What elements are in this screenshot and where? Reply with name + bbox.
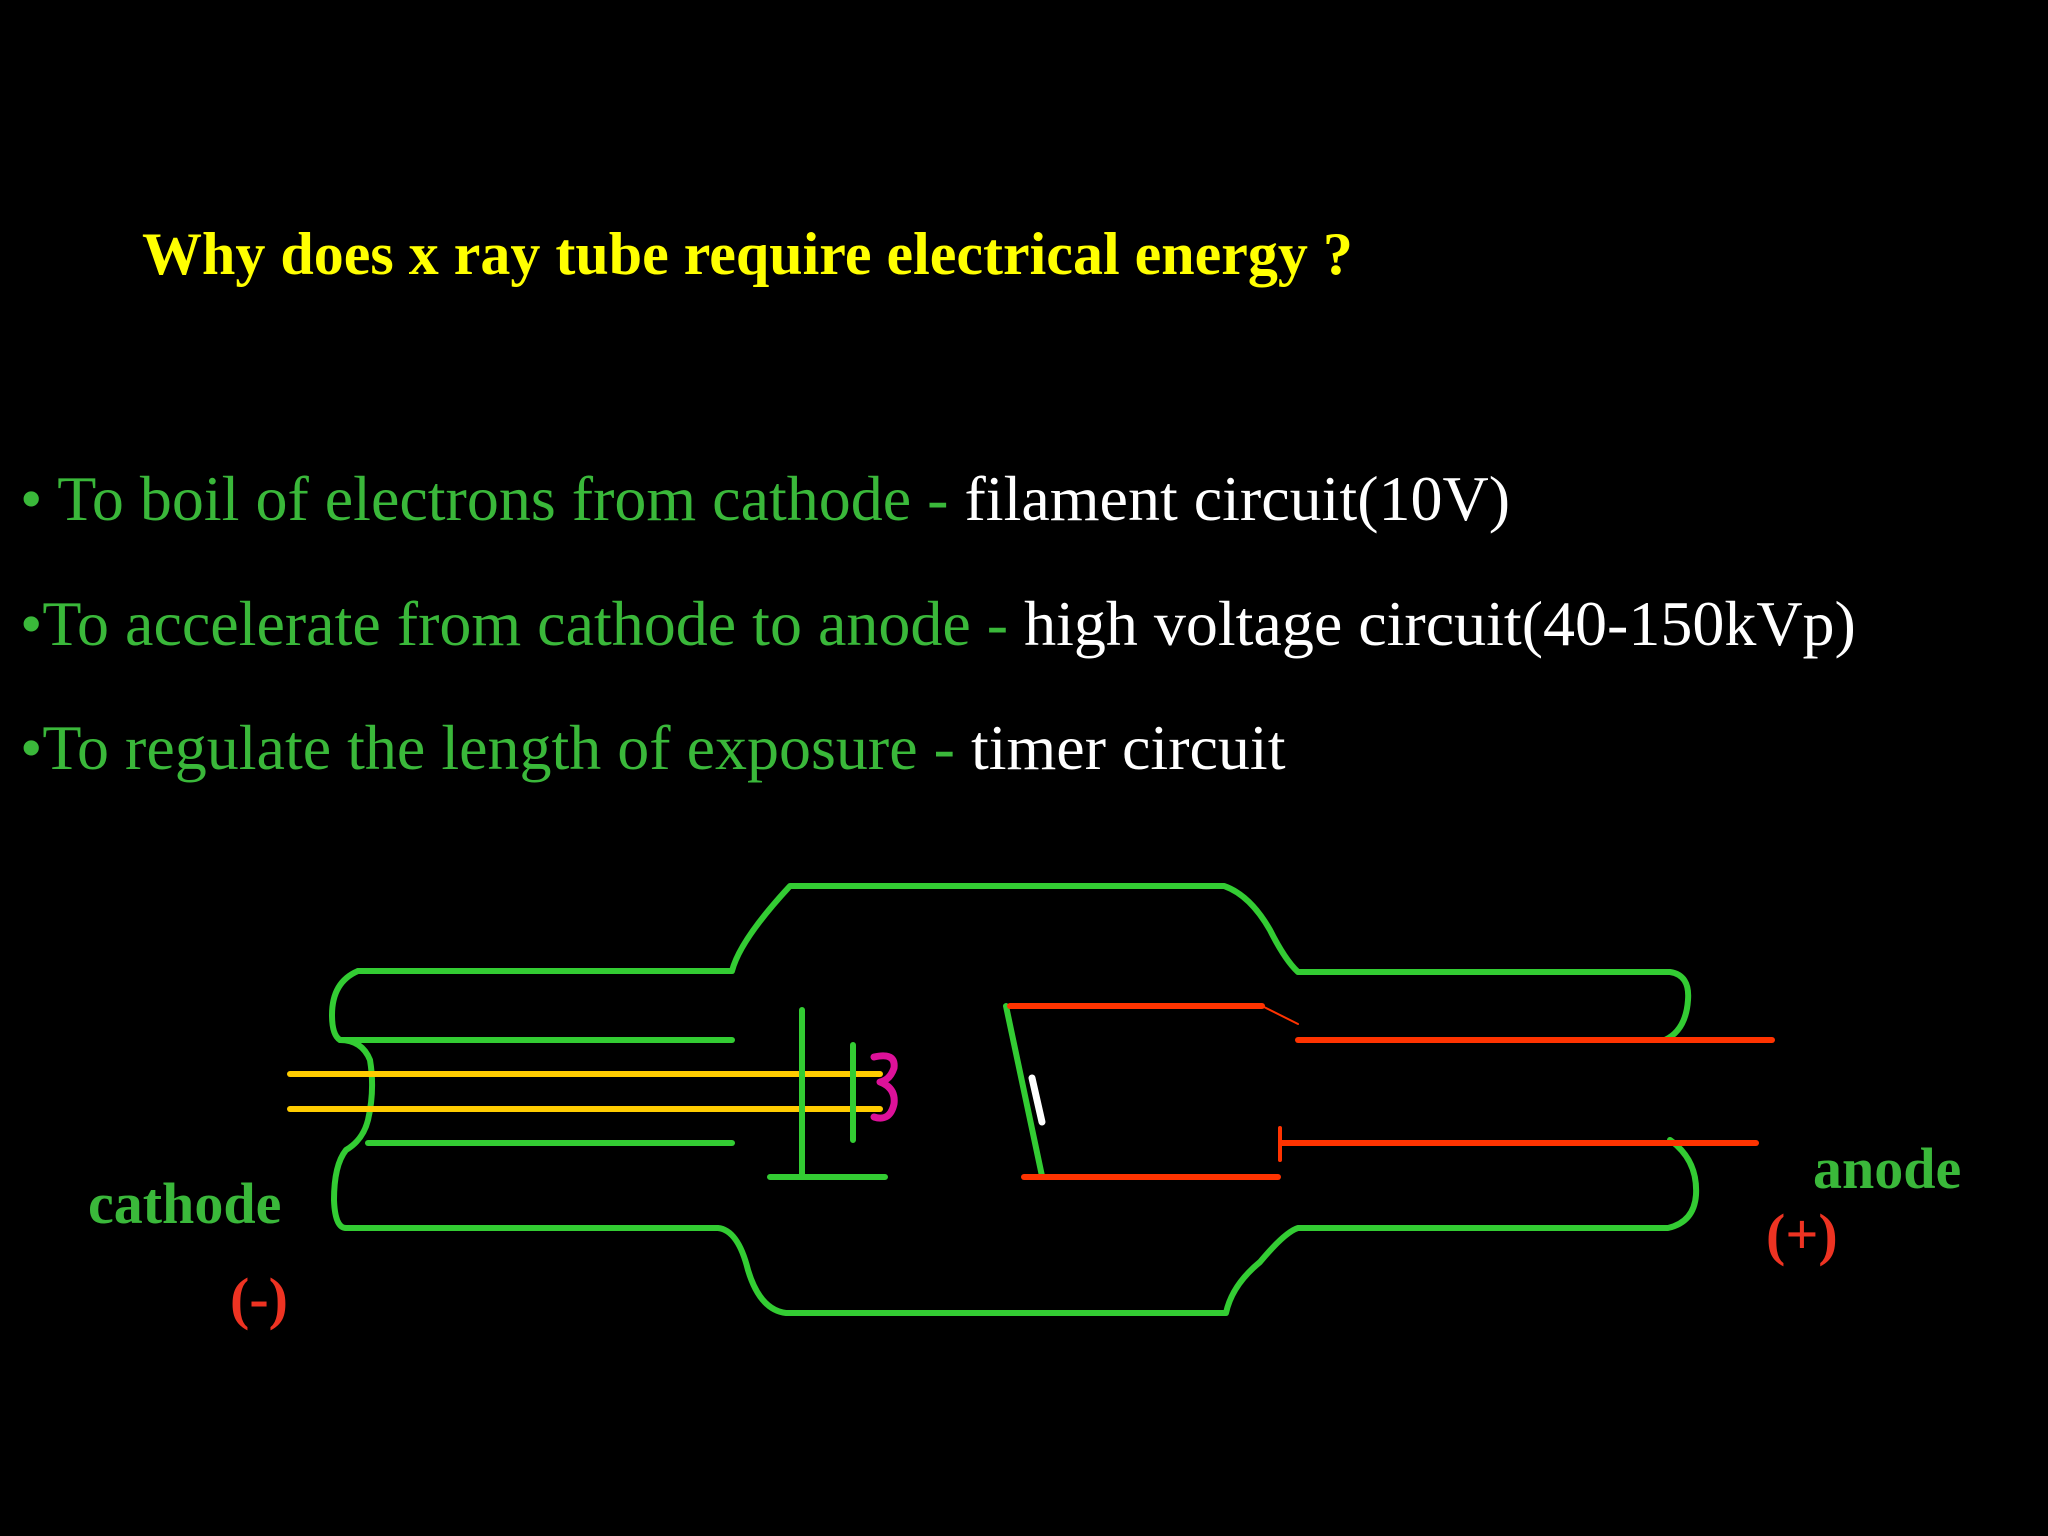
- cathode-neck-outer: [329, 968, 376, 1231]
- bullet-filament-circuit: • To boil of electrons from cathode - fi…: [20, 467, 1510, 531]
- anode-label: anode: [1813, 1136, 1962, 1201]
- bullet-high-voltage-circuit: •To accelerate from cathode to anode - h…: [20, 592, 1856, 656]
- bullet-marker: •: [20, 463, 43, 534]
- bullet-detail-text: timer circuit: [970, 712, 1286, 783]
- anode-body-taper: [1261, 1005, 1299, 1025]
- bullet-detail-text: filament circuit(10V): [964, 463, 1511, 534]
- bullet-detail-text: high voltage circuit(40-150kVp): [1024, 588, 1856, 659]
- bullet-marker: •: [20, 712, 43, 783]
- slide-title: Why does x ray tube require electrical e…: [142, 221, 1353, 287]
- anode-target-face: [1003, 1003, 1045, 1179]
- tube-envelope-top: [355, 883, 1692, 1043]
- bullet-lead-text: To boil of electrons from cathode -: [42, 463, 965, 534]
- bullet-lead-text: To accelerate from cathode to anode -: [42, 588, 1025, 659]
- filament-coil: [870, 1052, 898, 1122]
- focal-spot: [1028, 1074, 1046, 1126]
- focusing-cup: [767, 1007, 888, 1180]
- anode-polarity-label: (+): [1766, 1202, 1838, 1267]
- tube-envelope-bottom: [343, 1137, 1700, 1316]
- bullet-lead-text: To regulate the length of exposure -: [42, 712, 971, 783]
- bullet-marker: •: [20, 588, 43, 659]
- cathode-label: cathode: [88, 1171, 282, 1236]
- bullet-timer-circuit: •To regulate the length of exposure - ti…: [20, 716, 1285, 780]
- cathode-polarity-label: (-): [230, 1266, 288, 1331]
